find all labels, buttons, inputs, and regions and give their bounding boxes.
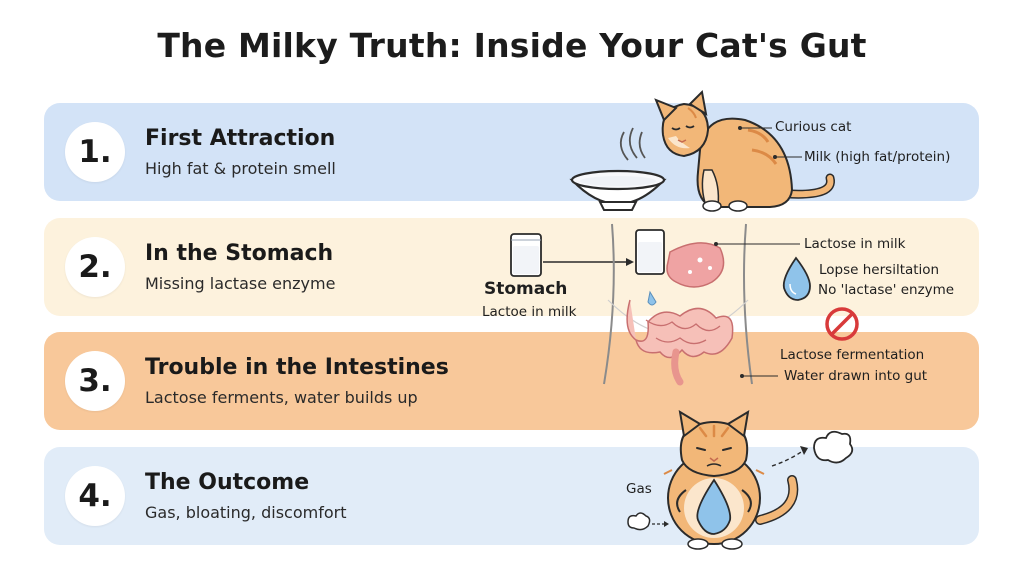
milk-glass-icon: [510, 233, 542, 277]
no-lactase-prohibit-icon: [825, 307, 859, 341]
step-1-number: 1.: [65, 122, 125, 182]
fermentation-label: Lactose fermentation: [780, 347, 925, 363]
gas-cloud-icon: [771, 430, 854, 467]
step-4-subtitle: Gas, bloating, discomfort: [145, 503, 347, 522]
torso-gut-icon: [603, 223, 753, 386]
curious-cat-label: Curious cat: [775, 119, 852, 135]
milk-bowl-icon: [569, 127, 667, 211]
stomach-label: Stomach: [484, 279, 568, 299]
small-gas-puff-icon: [627, 512, 669, 531]
step-band-3: [44, 332, 979, 430]
gas-label: Gas: [626, 481, 652, 497]
lactose-in-milk-label: Lactose in milk: [804, 236, 906, 252]
page-title: The Milky Truth: Inside Your Cat's Gut: [157, 26, 867, 65]
no-lactase-label: No 'lactase' enzyme: [818, 282, 955, 298]
milk-label: Milk (high fat/protein): [804, 149, 951, 165]
step-4-title: The Outcome: [145, 470, 310, 495]
water-label: Water drawn into gut: [784, 368, 928, 384]
step-1-title: First Attraction: [145, 126, 336, 151]
step-2-title: In the Stomach: [145, 241, 334, 266]
step-4-number: 4.: [65, 466, 125, 526]
step-2-subtitle: Missing lactase enzyme: [145, 274, 336, 293]
step-2-number: 2.: [65, 237, 125, 297]
step-1-subtitle: High fat & protein smell: [145, 159, 336, 178]
step-3-subtitle: Lactose ferments, water builds up: [145, 388, 418, 407]
step-3-title: Trouble in the Intestines: [145, 355, 449, 380]
bloated-cat-icon: [663, 410, 799, 550]
lactoe-in-milk-label: Lactoe in milk: [482, 304, 577, 320]
step-band-1: [44, 103, 979, 201]
lopse-label: Lopse hersiltation: [819, 262, 940, 278]
step-3-number: 3.: [65, 351, 125, 411]
water-drop-icon: [782, 256, 811, 301]
step-band-4: [44, 447, 979, 545]
curious-cat-icon: [654, 89, 835, 212]
